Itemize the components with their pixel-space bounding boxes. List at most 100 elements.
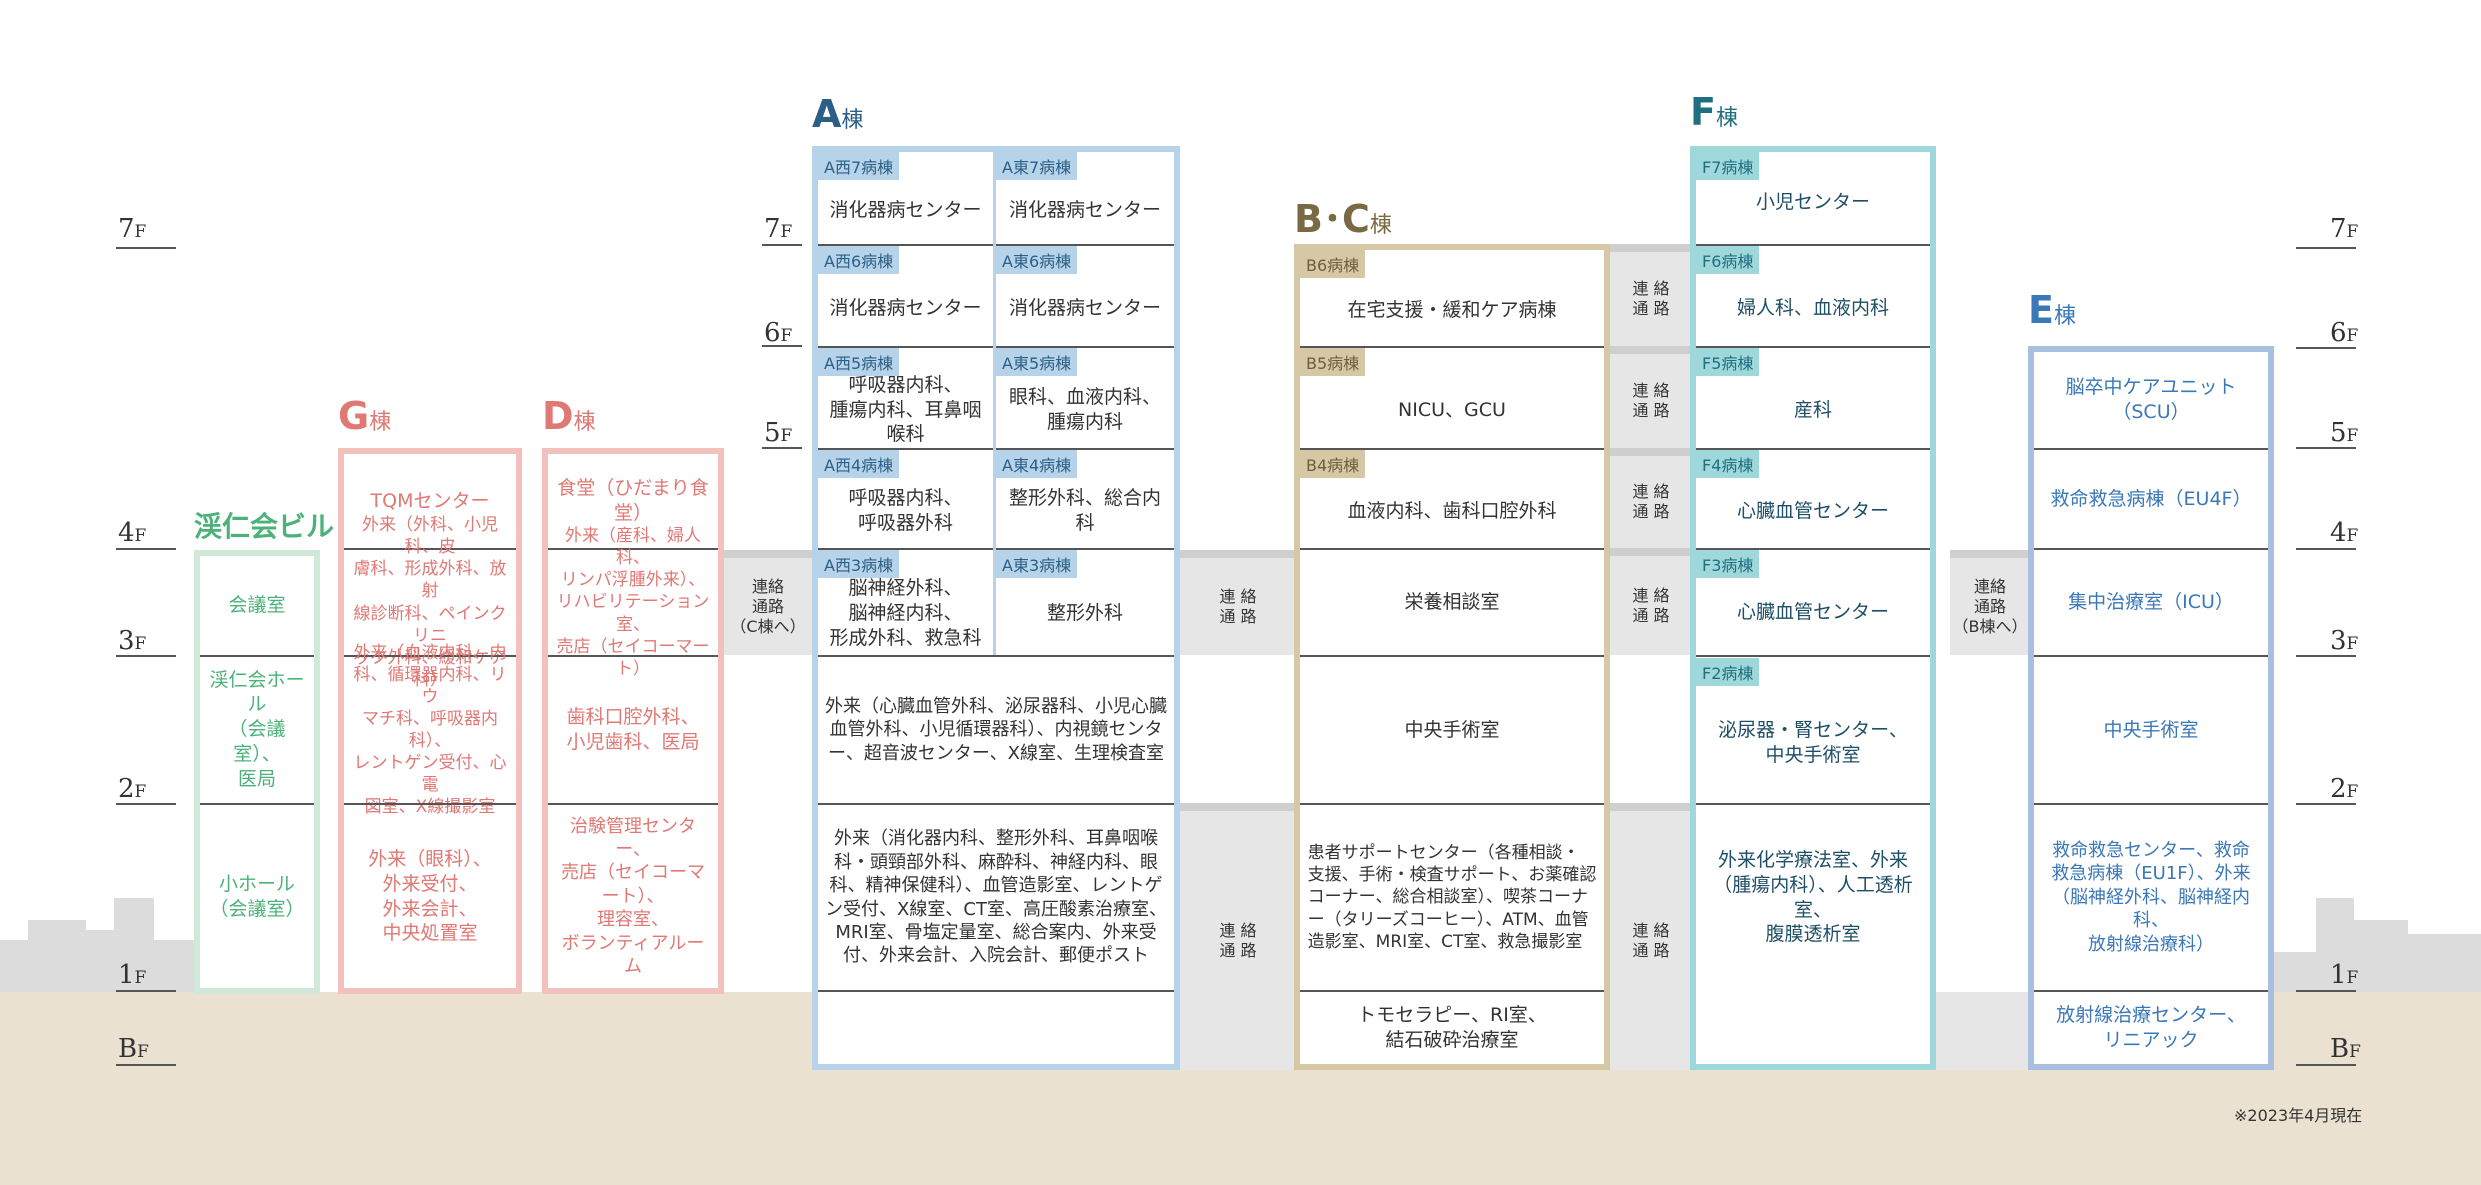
e-building-title: E棟 <box>2028 288 2076 332</box>
g-floor-3: 外来（外科、小児科、皮 膚科、形成外科、放射 線診断科、ペインクリニ ック外科、… <box>353 515 507 690</box>
city-skyline-right <box>2270 952 2320 992</box>
a-west-5: 呼吸器内科、 腫瘍内科、耳鼻咽喉科 <box>829 373 982 446</box>
f-floor-4: 心臓血管センター <box>1736 499 1889 522</box>
e-floor-3: 集中治療室（ICU） <box>2068 591 2234 614</box>
floor-divider <box>818 655 1174 657</box>
corridor-roof <box>1950 550 2030 558</box>
e-floor-1: 救命救急センター、救命 救急病棟（EU1F）、外来 （脳神経外科、脳神経内科、 … <box>2051 840 2251 955</box>
f-f2-tag: F2病棟 <box>1696 658 1760 686</box>
floor-label-left-6: 6F <box>764 318 793 348</box>
floor-divider <box>818 990 1174 992</box>
corridor-a-bc-3f: 連 絡 通 路 <box>1180 558 1296 655</box>
floor-line <box>116 655 176 657</box>
floor-line <box>762 244 802 246</box>
floor-divider <box>818 448 993 450</box>
floor-divider <box>2034 990 2268 992</box>
floor-divider <box>996 548 1174 550</box>
floor-divider <box>818 803 1174 805</box>
a-west-7: 消化器病センター <box>829 198 982 221</box>
floor-line <box>762 345 802 347</box>
floor-divider <box>818 548 993 550</box>
a-west-3-tag: A西3病棟 <box>818 550 900 578</box>
floor-line <box>2296 1064 2356 1066</box>
bc-b6-tag: B6病棟 <box>1300 250 1366 278</box>
corridor-a-bc-1f: 連 絡 通 路 <box>1180 811 1296 1070</box>
floor-divider <box>996 448 1174 450</box>
city-skyline-left <box>150 940 200 992</box>
floor-divider <box>548 548 718 550</box>
floor-divider <box>200 803 314 805</box>
d-building <box>542 448 724 994</box>
a-east-3: 整形外科 <box>1046 602 1123 625</box>
a-west-4: 呼吸器内科、 呼吸器外科 <box>848 487 963 534</box>
a-east-7-tag: A東7病棟 <box>996 152 1078 180</box>
f-building <box>1690 146 1936 1070</box>
floor-divider <box>818 244 993 246</box>
e-floor-4: 救命救急病棟（EU4F） <box>2050 487 2252 510</box>
a-building <box>812 146 1180 1070</box>
corridor-to-b-building: 連絡 通路 （B棟へ） <box>1950 558 2030 655</box>
a-east-5: 眼科、血液内科、 腫瘍内科 <box>1008 386 1161 433</box>
floor-divider <box>2034 803 2268 805</box>
a-west-4-tag: A西4病棟 <box>818 450 900 478</box>
floor-divider <box>1696 803 1930 805</box>
corridor-bc-f-6f: 連 絡 通 路 <box>1610 252 1692 346</box>
d-floor-1: 治験管理センター、 売店（セイコーマート）、 理容室、 ボランティアルーム <box>561 815 705 977</box>
corridor-roof <box>1610 346 1692 354</box>
floor-label-a7: 7F <box>764 214 793 244</box>
floor-label-right-1: 1F <box>2330 960 2359 990</box>
floor-divider <box>1696 548 1930 550</box>
floor-label-a5: 5F <box>764 418 793 448</box>
a-floor-2: 外来（心臓血管外科、泌尿器科、小児心臓 血管外科、小児循環器科）、内視鏡センタ … <box>825 695 1167 764</box>
a-east-3-tag: A東3病棟 <box>996 550 1078 578</box>
bc-floor-1: 患者サポートセンター（各種相談・ 支援、手術・検査サポート、お薬確認 コーナー、… <box>1307 843 1597 952</box>
city-skyline-left <box>0 940 30 992</box>
floor-divider <box>2034 655 2268 657</box>
f-f3-tag: F3病棟 <box>1696 550 1760 578</box>
floor-divider <box>1696 448 1930 450</box>
a-east-6-tag: A東6病棟 <box>996 246 1078 274</box>
a-east-7: 消化器病センター <box>1008 198 1161 221</box>
bc-floor-3: 栄養相談室 <box>1404 591 1500 614</box>
floor-line <box>2296 347 2356 349</box>
city-skyline-right <box>2406 934 2481 992</box>
floor-divider <box>344 655 516 657</box>
keijin-building <box>194 550 320 994</box>
floor-divider <box>1300 448 1604 450</box>
d-floor-3: 外来（産科、婦人科、 リンパ浮腫外来）、 リハビリテーション室、 売店（セイコー… <box>556 526 710 679</box>
g-floor-2: 外来（血液内科、内 科、循環器内科、リウ マチ科、呼吸器内科）、 レントゲン受付… <box>353 643 507 818</box>
corridor-roof <box>1180 550 1296 558</box>
bc-b5-tag: B5病棟 <box>1300 348 1366 376</box>
bc-building <box>1294 244 1610 1070</box>
city-skyline-right <box>2350 920 2408 992</box>
floor-divider <box>818 346 993 348</box>
floor-label-left-3: 3F <box>118 626 147 656</box>
a-floor-1: 外来（消化器内科、整形外科、耳鼻咽喉 科・頭頸部外科、麻酔科、神経内科、眼 科、… <box>825 828 1167 967</box>
a-east-6: 消化器病センター <box>1008 296 1161 319</box>
f-floor-3: 心臓血管センター <box>1736 601 1889 624</box>
city-skyline-right <box>2316 898 2354 992</box>
floor-label-left-7: 7F <box>118 214 147 244</box>
floor-line <box>2296 548 2356 550</box>
floor-label-right-7: 7F <box>2330 214 2359 244</box>
floor-label-right-4: 4F <box>2330 518 2359 548</box>
floor-label-right-b: BF <box>2330 1034 2361 1064</box>
floor-label-right-5: 5F <box>2330 418 2359 448</box>
a-west-6-tag: A西6病棟 <box>818 246 900 274</box>
floor-divider <box>344 548 516 550</box>
floor-label-left-4: 4F <box>118 518 147 548</box>
e-building <box>2028 346 2274 1070</box>
corridor-bc-f-1f: 連 絡 通 路 <box>1610 811 1692 1070</box>
g-floor-1: 外来（眼科）、 外来受付、 外来会計、 中央処置室 <box>368 848 492 945</box>
g-building <box>338 448 522 994</box>
floor-line <box>116 803 176 805</box>
keijin-floor-2: 渓仁会ホール （会議室）、 医局 <box>209 668 305 790</box>
as-of-note: ※2023年4月現在 <box>2234 1106 2363 1125</box>
city-skyline-left <box>86 930 116 992</box>
keijin-floor-1: 小ホール （会議室） <box>209 872 305 920</box>
f-floor-1: 外来化学療法室、外来 （腫瘍内科）、人工透析室、 腹膜透析室 <box>1713 849 1913 946</box>
corridor-roof <box>1610 244 1692 252</box>
f-floor-5: 産科 <box>1793 398 1832 421</box>
corridor-bc-f-4f: 連 絡 通 路 <box>1610 456 1692 548</box>
floor-label-left-1: 1F <box>118 960 147 990</box>
